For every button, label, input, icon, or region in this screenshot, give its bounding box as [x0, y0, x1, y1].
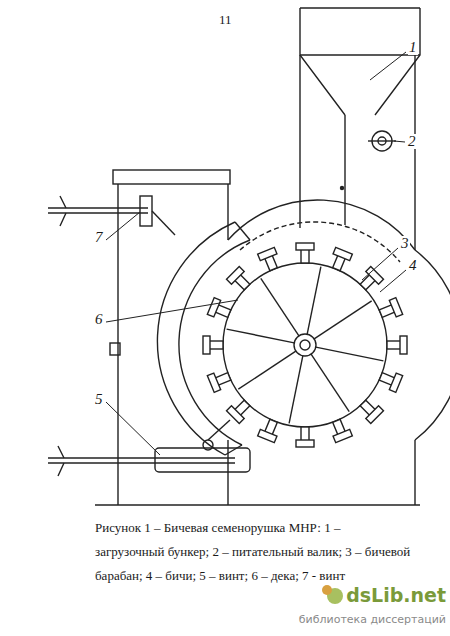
drum-spoke	[261, 278, 299, 336]
callout-number: 2	[407, 134, 417, 149]
screw-7	[48, 196, 175, 235]
watermark-logo	[322, 585, 343, 604]
whip	[227, 397, 254, 424]
hopper	[300, 8, 420, 250]
whip	[227, 267, 254, 294]
left-housing	[95, 170, 420, 505]
screw-5	[48, 420, 250, 476]
drum-spoke	[238, 351, 296, 389]
whip	[328, 417, 352, 442]
callout-number: 1	[408, 40, 418, 55]
whip	[258, 417, 282, 442]
drum-spoke	[289, 356, 303, 424]
page-number: 11	[219, 13, 232, 26]
callout-number: 7	[94, 230, 104, 245]
whip	[377, 368, 402, 392]
watermark: dsLib.net	[346, 586, 446, 605]
callout-number: 3	[400, 236, 410, 251]
drum-spoke	[227, 329, 295, 343]
feed-roller	[368, 131, 396, 151]
drum-spoke	[316, 347, 384, 361]
leader-lines	[106, 52, 406, 455]
watermark: библиотека диссертаций	[299, 614, 446, 625]
whip	[357, 397, 384, 424]
whip	[377, 298, 402, 322]
whip	[207, 368, 232, 392]
whip	[296, 243, 314, 263]
figure-caption: Рисунок 1 – Бичевая семенорушка МНР: 1 –…	[95, 516, 413, 588]
drum-casing	[228, 200, 450, 440]
whip-drum	[203, 243, 407, 447]
callout-number: 6	[94, 312, 104, 327]
drum-spoke	[314, 301, 372, 339]
whip	[387, 336, 407, 354]
drum-spoke	[311, 354, 349, 412]
drum-spoke	[307, 267, 321, 335]
whip	[357, 267, 384, 294]
whip	[258, 247, 282, 272]
whip	[296, 427, 314, 447]
whip	[328, 247, 352, 272]
callout-number: 5	[94, 392, 104, 407]
callout-number: 4	[408, 258, 418, 273]
whip	[203, 336, 223, 354]
deck	[157, 222, 250, 455]
